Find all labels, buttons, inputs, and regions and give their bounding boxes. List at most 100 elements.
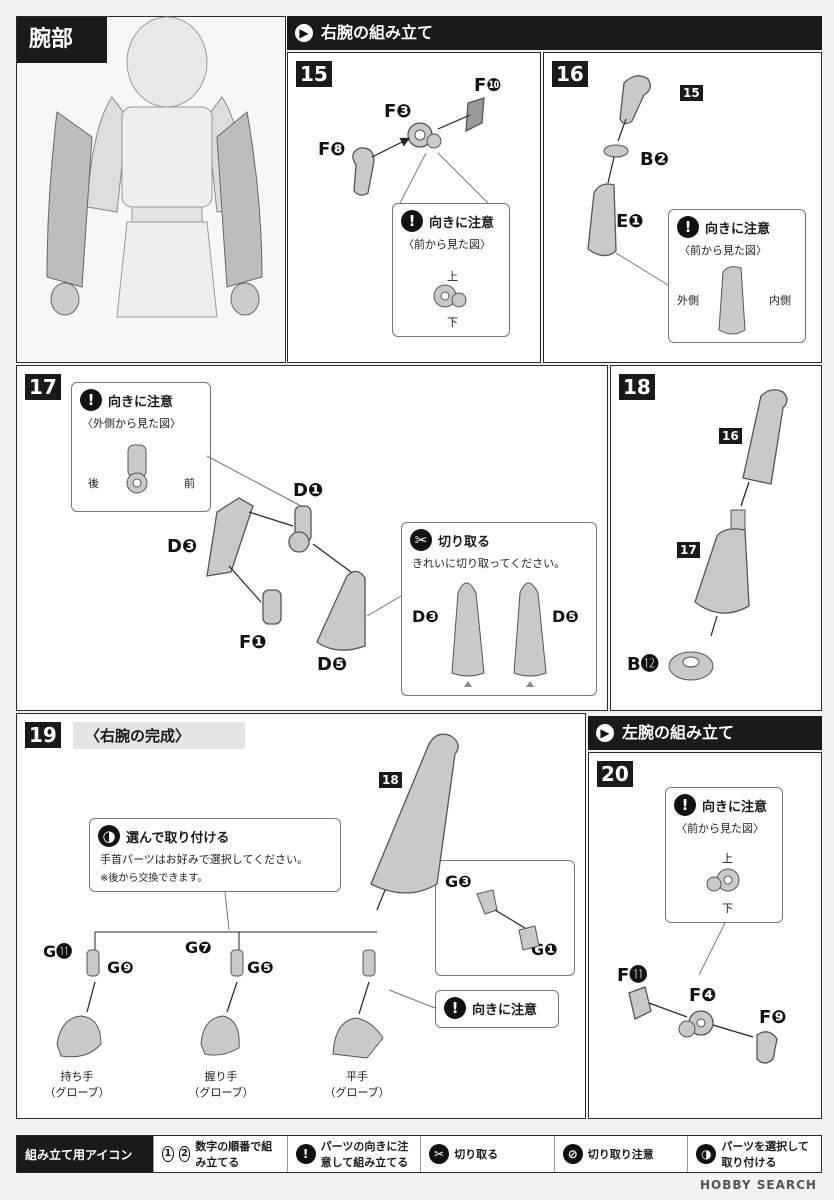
step-20-panel: 20 !向きに注意 〈前から見た図〉 上 下 F⓫ F❹ F❾ (588, 752, 822, 1119)
caution-callout-20: !向きに注意 〈前から見た図〉 上 下 (665, 787, 783, 923)
orientation-sketch (706, 868, 740, 892)
arm-section-label: 腕部 (17, 17, 107, 63)
part-label-f9: F❾ (759, 1007, 787, 1028)
cut-label-d5: D❺ (552, 607, 579, 626)
legend-text: パーツを選択して取り付ける (721, 1140, 809, 1169)
step-number: 20 (597, 761, 633, 787)
part-label-d3: D❸ (167, 536, 198, 557)
part-label-g9: G❾ (107, 958, 134, 977)
cut-text: きれいに切り取ってください。 (412, 557, 566, 570)
step-number: 15 (296, 61, 332, 87)
hand-label-open: 平手 （グローブ） (317, 1068, 397, 1100)
inner-label: 内側 (769, 294, 791, 307)
part-label-d5: D❺ (317, 654, 348, 675)
caution-callout-15: !向きに注意 〈前から見た図〉 上 下 (392, 203, 510, 337)
caution-title: 向きに注意 (108, 394, 174, 410)
choose-title: 選んで取り付ける (126, 830, 230, 846)
step-20-diagram (628, 922, 778, 1064)
cut-caution-icon: ⊘ (562, 1144, 583, 1164)
step-17-panel: 17 ! 向きに注意 〈外側から見た図〉 後 前 D❶ D❸ F❶ D❺ ✂ 切り取… (16, 365, 608, 711)
step-18-panel: 18 16 17 B⓬ (610, 365, 822, 711)
step-15-panel: 15 F❸ F❽ F❿ !向きに注意 〈前から見た図〉 上 下 (287, 52, 541, 363)
orientation-sketch (126, 444, 148, 494)
step-number: 16 (552, 61, 588, 87)
orientation-sketch (433, 284, 467, 308)
arm-photo-panel: 腕部 (16, 16, 286, 363)
hand-sub: （グローブ） (324, 1086, 390, 1099)
front-label: 前 (184, 477, 195, 490)
step-16-diagram (587, 75, 669, 286)
step-number: 19 (25, 722, 61, 748)
step-16-panel: 16 15 B❷ E❶ !向きに注意 〈前から見た図〉 外側 内側 (543, 52, 822, 363)
legend-text: 切り取り注意 (587, 1148, 654, 1161)
part-label-f8: F❽ (318, 139, 346, 160)
part-label-g3: G❸ (445, 872, 472, 891)
caution-title: 向きに注意 (705, 221, 771, 237)
part-label-g7: G❼ (185, 938, 212, 957)
step-19-panel: 19 〈右腕の完成〉 18 ◑選んで取り付ける 手首パーツはお好みで選択してくだ… (16, 713, 586, 1119)
number-one-icon: 1 (162, 1146, 174, 1162)
caution-icon: ! (674, 794, 696, 816)
view-label: 〈外側から見た図〉 (82, 417, 181, 430)
outer-label: 外側 (677, 294, 699, 307)
choose-callout: ◑ 選んで取り付ける 手首パーツはお好みで選択してください。 ※後から交換できます… (89, 818, 341, 892)
hand-name: 握り手 (204, 1070, 238, 1083)
caution-title: 向きに注意 (429, 215, 495, 231)
hand-sub: （グローブ） (44, 1086, 110, 1099)
right-arm-title: 右腕の組み立て (321, 23, 434, 42)
step-arrow-icon: ▶ (596, 724, 614, 742)
part-label-d1: D❶ (293, 480, 324, 501)
left-arm-title: 左腕の組み立て (622, 723, 735, 742)
part-label-g11: G⓫ (43, 942, 73, 961)
step-15-diagram (352, 97, 489, 204)
choose-note: ※後から交換できます。 (100, 873, 208, 884)
legend-cut: ✂ 切り取る (420, 1136, 554, 1172)
assembly-icon-legend: 組み立て用アイコン 1 2 数字の順番で組み立てる ! パーツの向きに注意して組… (16, 1135, 822, 1173)
caution-callout-19: !向きに注意 (435, 990, 559, 1028)
cut-title: 切り取る (438, 534, 491, 550)
part-label-f1: F❶ (239, 632, 267, 653)
choose-text: 手首パーツはお好みで選択してください。 (100, 853, 309, 866)
view-label: 〈前から見た図〉 (676, 822, 764, 835)
ref-step-17: 17 (677, 542, 700, 558)
caution-icon: ! (80, 389, 102, 411)
legend-cut-caution: ⊘ 切り取り注意 (553, 1136, 688, 1172)
number-two-icon: 2 (178, 1146, 191, 1162)
hand-label-hold: 持ち手 （グローブ） (37, 1068, 117, 1100)
step-17-diagram (206, 455, 402, 651)
part-label-e1: E❶ (616, 211, 644, 232)
hand-name: 持ち手 (60, 1070, 94, 1083)
choose-icon: ◑ (98, 825, 120, 847)
step-number: 18 (619, 374, 655, 400)
figure-photo (46, 16, 263, 318)
part-label-f4: F❹ (689, 985, 717, 1006)
step-18-diagram (668, 389, 788, 681)
ref-step-18: 18 (379, 772, 402, 788)
caution-title: 向きに注意 (472, 1002, 538, 1018)
cut-icon: ✂ (410, 529, 432, 551)
part-label-f3: F❸ (384, 101, 412, 122)
part-label-g5: G❺ (247, 958, 274, 977)
caution-icon: ! (401, 210, 423, 232)
cut-icon: ✂ (429, 1144, 450, 1164)
caution-callout-17: ! 向きに注意 〈外側から見た図〉 後 前 (71, 382, 211, 512)
hand-name: 平手 (346, 1070, 368, 1083)
legend-choose: ◑ パーツを選択して取り付ける (687, 1136, 821, 1172)
step-arrow-icon: ▶ (295, 24, 313, 42)
legend-text: パーツの向きに注意して組み立てる (320, 1140, 409, 1169)
view-label: 〈前から見た図〉 (403, 238, 491, 251)
legend-text: 数字の順番で組み立てる (195, 1140, 273, 1169)
hand-label-fist: 握り手 （グローブ） (181, 1068, 261, 1100)
back-label: 後 (88, 477, 99, 490)
right-arm-header: ▶ 右腕の組み立て (287, 16, 822, 50)
g-parts-callout (435, 860, 575, 976)
legend-number-order: 1 2 数字の順番で組み立てる (153, 1136, 287, 1172)
hand-sub: （グローブ） (188, 1086, 254, 1099)
left-arm-header: ▶ 左腕の組み立て (588, 716, 822, 750)
step-number: 17 (25, 374, 61, 400)
cut-label-d3: D❸ (412, 607, 439, 626)
ref-step-16: 16 (719, 428, 742, 444)
orientation-sketch (718, 266, 746, 335)
watermark: HOBBY SEARCH (700, 1178, 817, 1192)
up-label: 上 (447, 270, 458, 283)
